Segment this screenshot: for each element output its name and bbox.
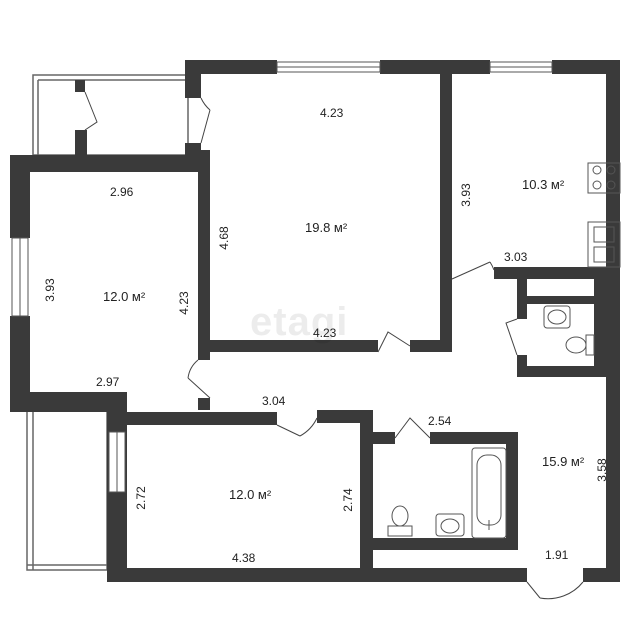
sink-icon — [587, 221, 621, 268]
dimension-label: 3.93 — [43, 278, 57, 302]
dimension-label: 3.03 — [504, 250, 528, 264]
dimension-label: 2.97 — [96, 375, 120, 389]
area-label: 12.0 м² — [103, 289, 146, 304]
washbasin-icon — [543, 305, 571, 329]
windows — [11, 61, 553, 493]
dimension-label: 2.74 — [341, 488, 355, 512]
area-label: 15.9 м² — [542, 454, 585, 469]
area-label: 10.3 м² — [522, 177, 565, 192]
stove-icon — [587, 162, 621, 194]
dimension-label: 1.91 — [545, 548, 569, 562]
dimension-label: 4.23 — [177, 291, 191, 315]
dimension-label: 3.58 — [595, 458, 609, 482]
watermark: etagi — [250, 300, 348, 344]
bathroom-toilet-icon — [387, 505, 413, 537]
dimension-label: 2.72 — [134, 486, 148, 510]
toilet-icon — [565, 334, 595, 356]
balcony-top — [32, 74, 189, 156]
dimension-label: 2.96 — [110, 185, 134, 199]
walls — [10, 60, 620, 582]
dimension-label: 4.23 — [320, 106, 344, 120]
dimension-label: 3.93 — [459, 183, 473, 207]
bathroom-sink-icon — [435, 513, 465, 537]
area-label: 19.8 м² — [305, 220, 348, 235]
area-label: 12.0 м² — [229, 487, 272, 502]
dimension-label: 2.54 — [428, 414, 452, 428]
doors — [84, 91, 584, 600]
dimension-label: 4.68 — [217, 226, 231, 250]
dimension-label: 3.04 — [262, 394, 286, 408]
bathtub-icon — [471, 447, 507, 539]
dimension-label: 4.38 — [232, 551, 256, 565]
balcony-bottom — [26, 409, 108, 571]
dimension-label: 4.23 — [313, 326, 337, 340]
